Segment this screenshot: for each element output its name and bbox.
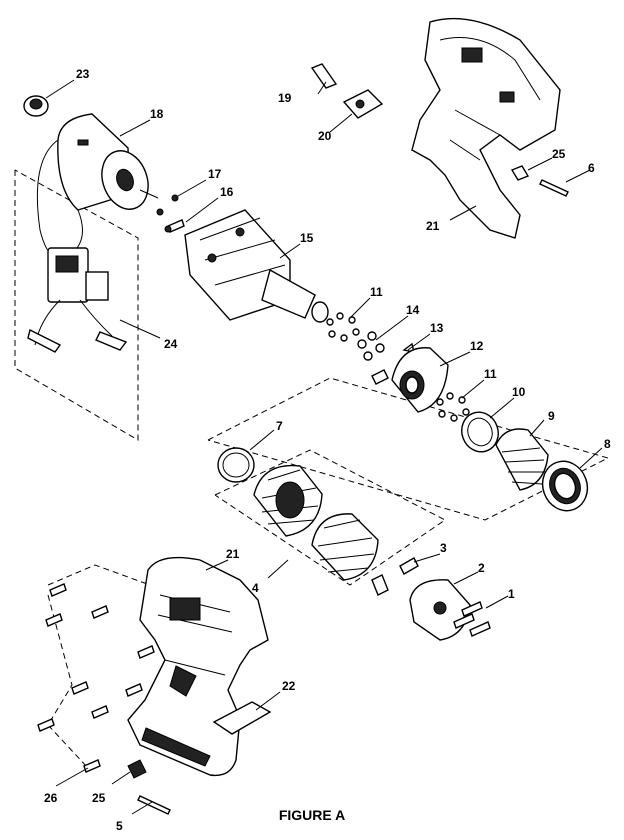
part-7-ring: [217, 447, 255, 483]
part-10-ring: [461, 411, 499, 453]
callout-12: 12: [470, 339, 484, 353]
callout-1: 1: [508, 587, 515, 601]
part-3-clip: [371, 557, 419, 596]
part-2-mounting-plate: [409, 579, 471, 641]
callout-13: 13: [430, 321, 444, 335]
part-8-collar: [541, 460, 589, 512]
callout-25-lower: 25: [92, 791, 106, 805]
part-6-pin: [539, 179, 569, 197]
part-11-balls-lower: [436, 392, 470, 422]
part-4-clutch-ring-front: [253, 464, 323, 537]
callout-14: 14: [406, 303, 420, 317]
group-outline-4: [214, 449, 446, 586]
part-25-switch-button-bottom: [127, 759, 147, 779]
part-24-switch-assembly: [27, 139, 128, 353]
callout-19: 19: [278, 91, 292, 105]
part-13-clip: [371, 342, 415, 385]
callout-11-upper: 11: [370, 285, 383, 299]
part-17-washer: [156, 194, 179, 216]
part-25-switch-button-top: [510, 165, 530, 181]
callout-15: 15: [300, 231, 314, 245]
part-18-motor: [57, 113, 159, 211]
callout-25-upper: 25: [552, 147, 566, 161]
callout-labels: 1 2 3 4 5 6 7 8 9 10 11 11 12 13 14 15 1…: [44, 67, 611, 833]
callout-5: 5: [116, 819, 123, 833]
callout-11-lower: 11: [484, 367, 497, 381]
part-9-spring: [495, 428, 549, 491]
part-16-screw: [164, 219, 185, 233]
callout-21-upper: 21: [426, 219, 440, 233]
callout-18: 18: [150, 107, 164, 121]
part-19-pin: [310, 63, 338, 89]
callout-16: 16: [220, 185, 234, 199]
callout-9: 9: [548, 409, 555, 423]
part-12-ring-gear-housing: [391, 347, 449, 413]
callout-22: 22: [282, 679, 296, 693]
leader-lines: [45, 79, 603, 815]
part-21-housing-left: [127, 556, 269, 777]
callout-17: 17: [208, 167, 222, 181]
callout-24: 24: [164, 337, 178, 351]
callout-8: 8: [604, 437, 611, 451]
callout-23: 23: [76, 67, 90, 81]
callout-2: 2: [478, 561, 485, 575]
part-15-gearbox: [184, 209, 329, 323]
part-4-clutch-ring-rear: [311, 513, 379, 581]
callout-6: 6: [588, 161, 595, 175]
part-21-housing-right: [411, 17, 561, 239]
part-1-screws: [453, 601, 491, 637]
part-26-screws: [37, 583, 155, 773]
part-5-pin: [137, 795, 171, 815]
callout-3: 3: [440, 541, 447, 555]
group-outline-gear-assembly: [207, 377, 610, 521]
callout-26: 26: [44, 791, 58, 805]
callout-4: 4: [252, 581, 259, 595]
part-11-balls-upper: [326, 312, 360, 342]
part-20-bracket: [342, 89, 384, 119]
group-outline-screws: [47, 564, 151, 586]
group-outline-24: [14, 169, 139, 441]
figure-title: FIGURE A: [279, 807, 345, 823]
part-14-planet-gears: [357, 331, 385, 361]
part-23-cap: [23, 95, 49, 117]
callout-7: 7: [276, 419, 283, 433]
callout-10: 10: [512, 385, 526, 399]
callout-20: 20: [318, 129, 332, 143]
callout-21-lower: 21: [226, 547, 240, 561]
